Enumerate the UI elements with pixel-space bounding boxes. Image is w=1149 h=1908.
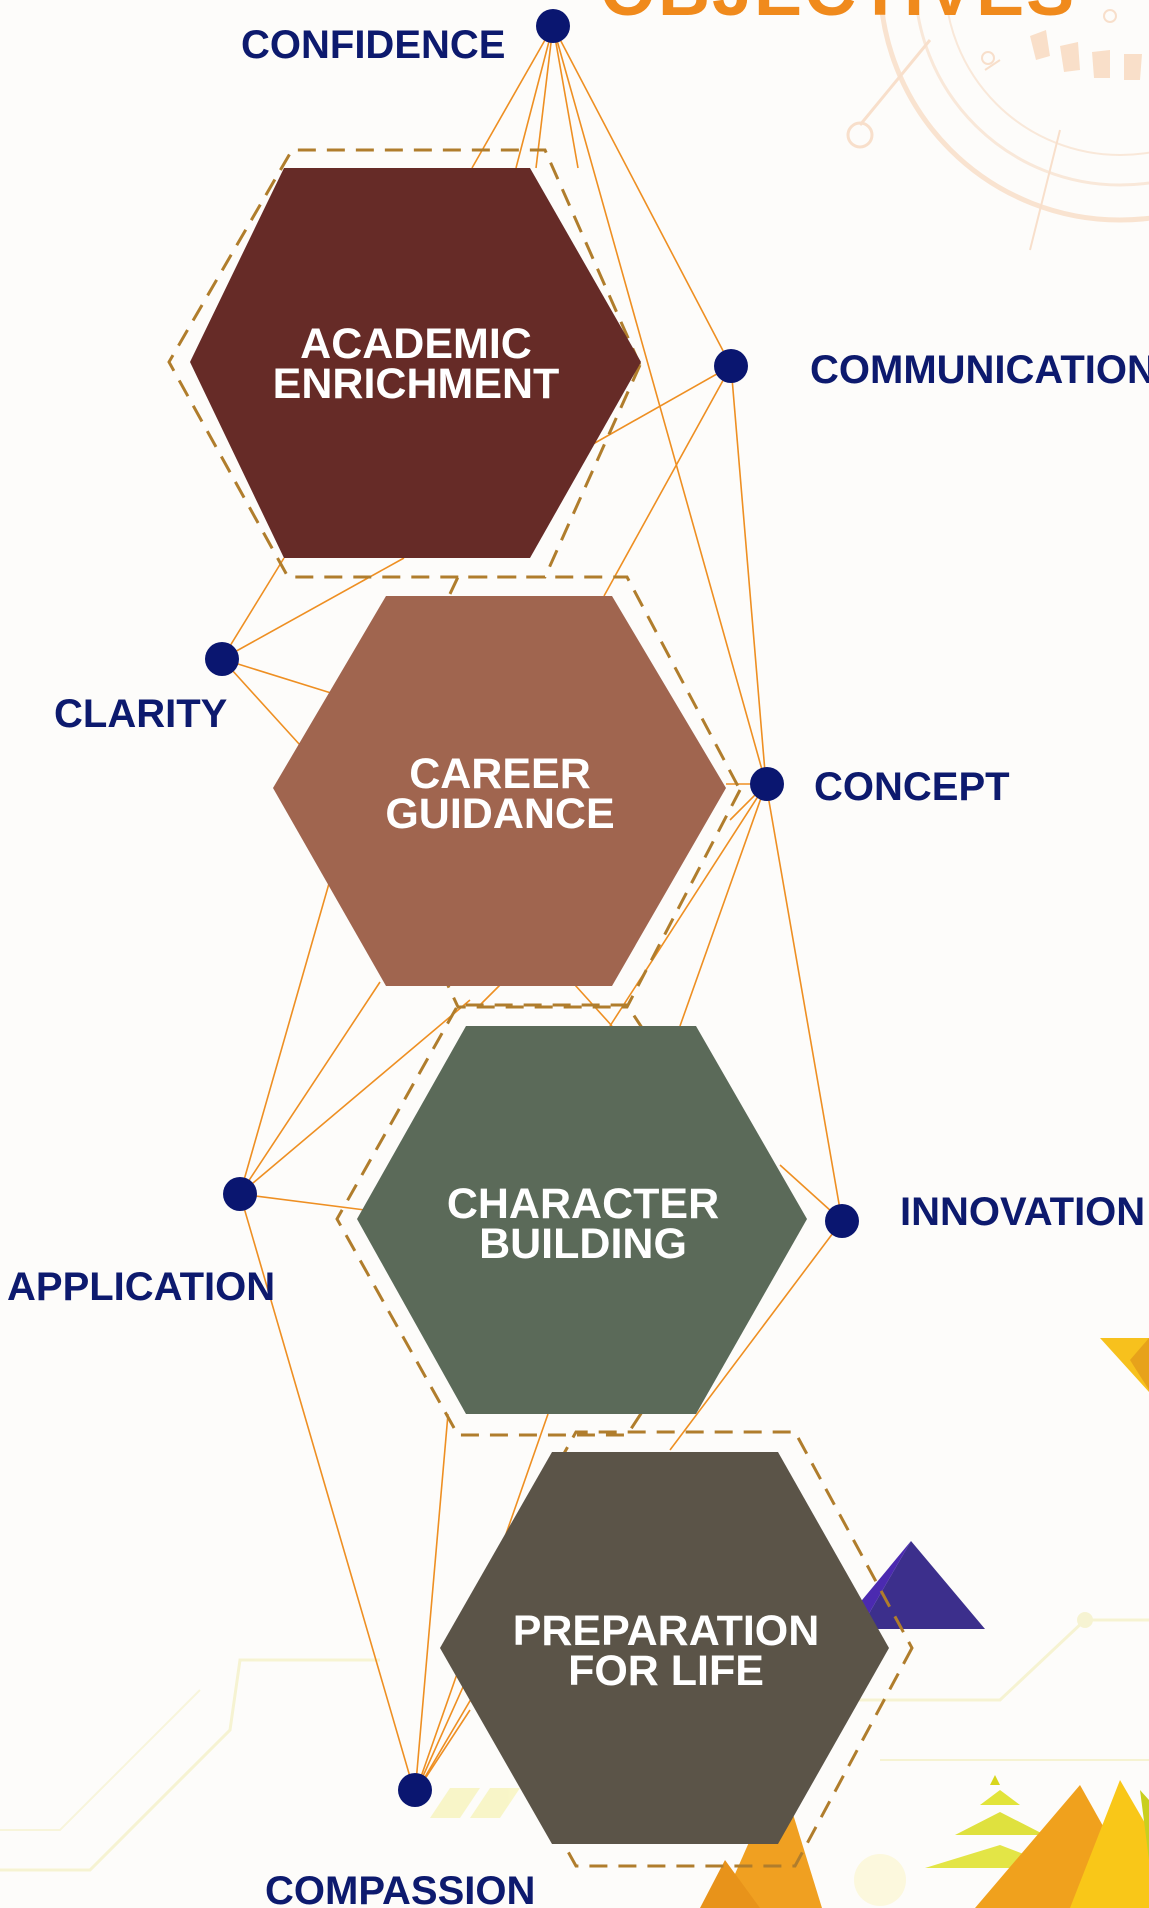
node-communication bbox=[714, 349, 748, 383]
keyword-concept: CONCEPT bbox=[814, 765, 1010, 809]
keyword-communication: COMMUNICATION bbox=[810, 348, 1149, 392]
gear-decoration bbox=[846, 0, 1149, 251]
connector-lines bbox=[221, 25, 843, 1795]
keyword-confidence: CONFIDENCE bbox=[241, 23, 505, 67]
node-confidence bbox=[536, 9, 570, 43]
circuit-decoration bbox=[0, 1612, 1149, 1906]
hexagon-label-line-2: GUIDANCE bbox=[385, 790, 614, 838]
node-concept bbox=[750, 767, 784, 801]
heading-objectives: OBJECTIVES bbox=[600, 0, 1076, 31]
keyword-application: APPLICATION bbox=[7, 1265, 275, 1309]
keyword-clarity: CLARITY bbox=[54, 692, 228, 736]
keyword-nodes bbox=[205, 9, 859, 1807]
hexagon-label-line-2: FOR LIFE bbox=[568, 1647, 764, 1695]
hexagon-label-line-1: PREPARATION bbox=[513, 1607, 820, 1655]
node-compassion bbox=[398, 1773, 432, 1807]
hexagon-shape bbox=[190, 168, 641, 558]
hexagon-academic-enrichment: ACADEMIC ENRICHMENT bbox=[190, 168, 641, 558]
hexagon-label-line-2: ENRICHMENT bbox=[273, 360, 560, 408]
hexagon-character-building: CHARACTER BUILDING bbox=[357, 1026, 807, 1414]
hexagon-preparation-for-life: PREPARATION FOR LIFE bbox=[440, 1452, 889, 1844]
node-innovation bbox=[825, 1204, 859, 1238]
hexagon-shape bbox=[357, 1026, 807, 1414]
keyword-compassion: COMPASSION bbox=[265, 1869, 535, 1908]
keyword-innovation: INNOVATION bbox=[900, 1190, 1145, 1234]
hexagon-shape bbox=[440, 1452, 889, 1844]
node-application bbox=[223, 1177, 257, 1211]
hexagon-shape bbox=[273, 596, 726, 986]
hexagon-label-line-2: BUILDING bbox=[479, 1220, 687, 1268]
node-clarity bbox=[205, 642, 239, 676]
hexagon-career-guidance: CAREER GUIDANCE bbox=[273, 596, 726, 986]
hexagon-label-line-1: CAREER bbox=[409, 750, 591, 798]
hexagon-label-line-1: CHARACTER bbox=[447, 1180, 719, 1228]
hexagon-label-line-1: ACADEMIC bbox=[300, 320, 532, 368]
